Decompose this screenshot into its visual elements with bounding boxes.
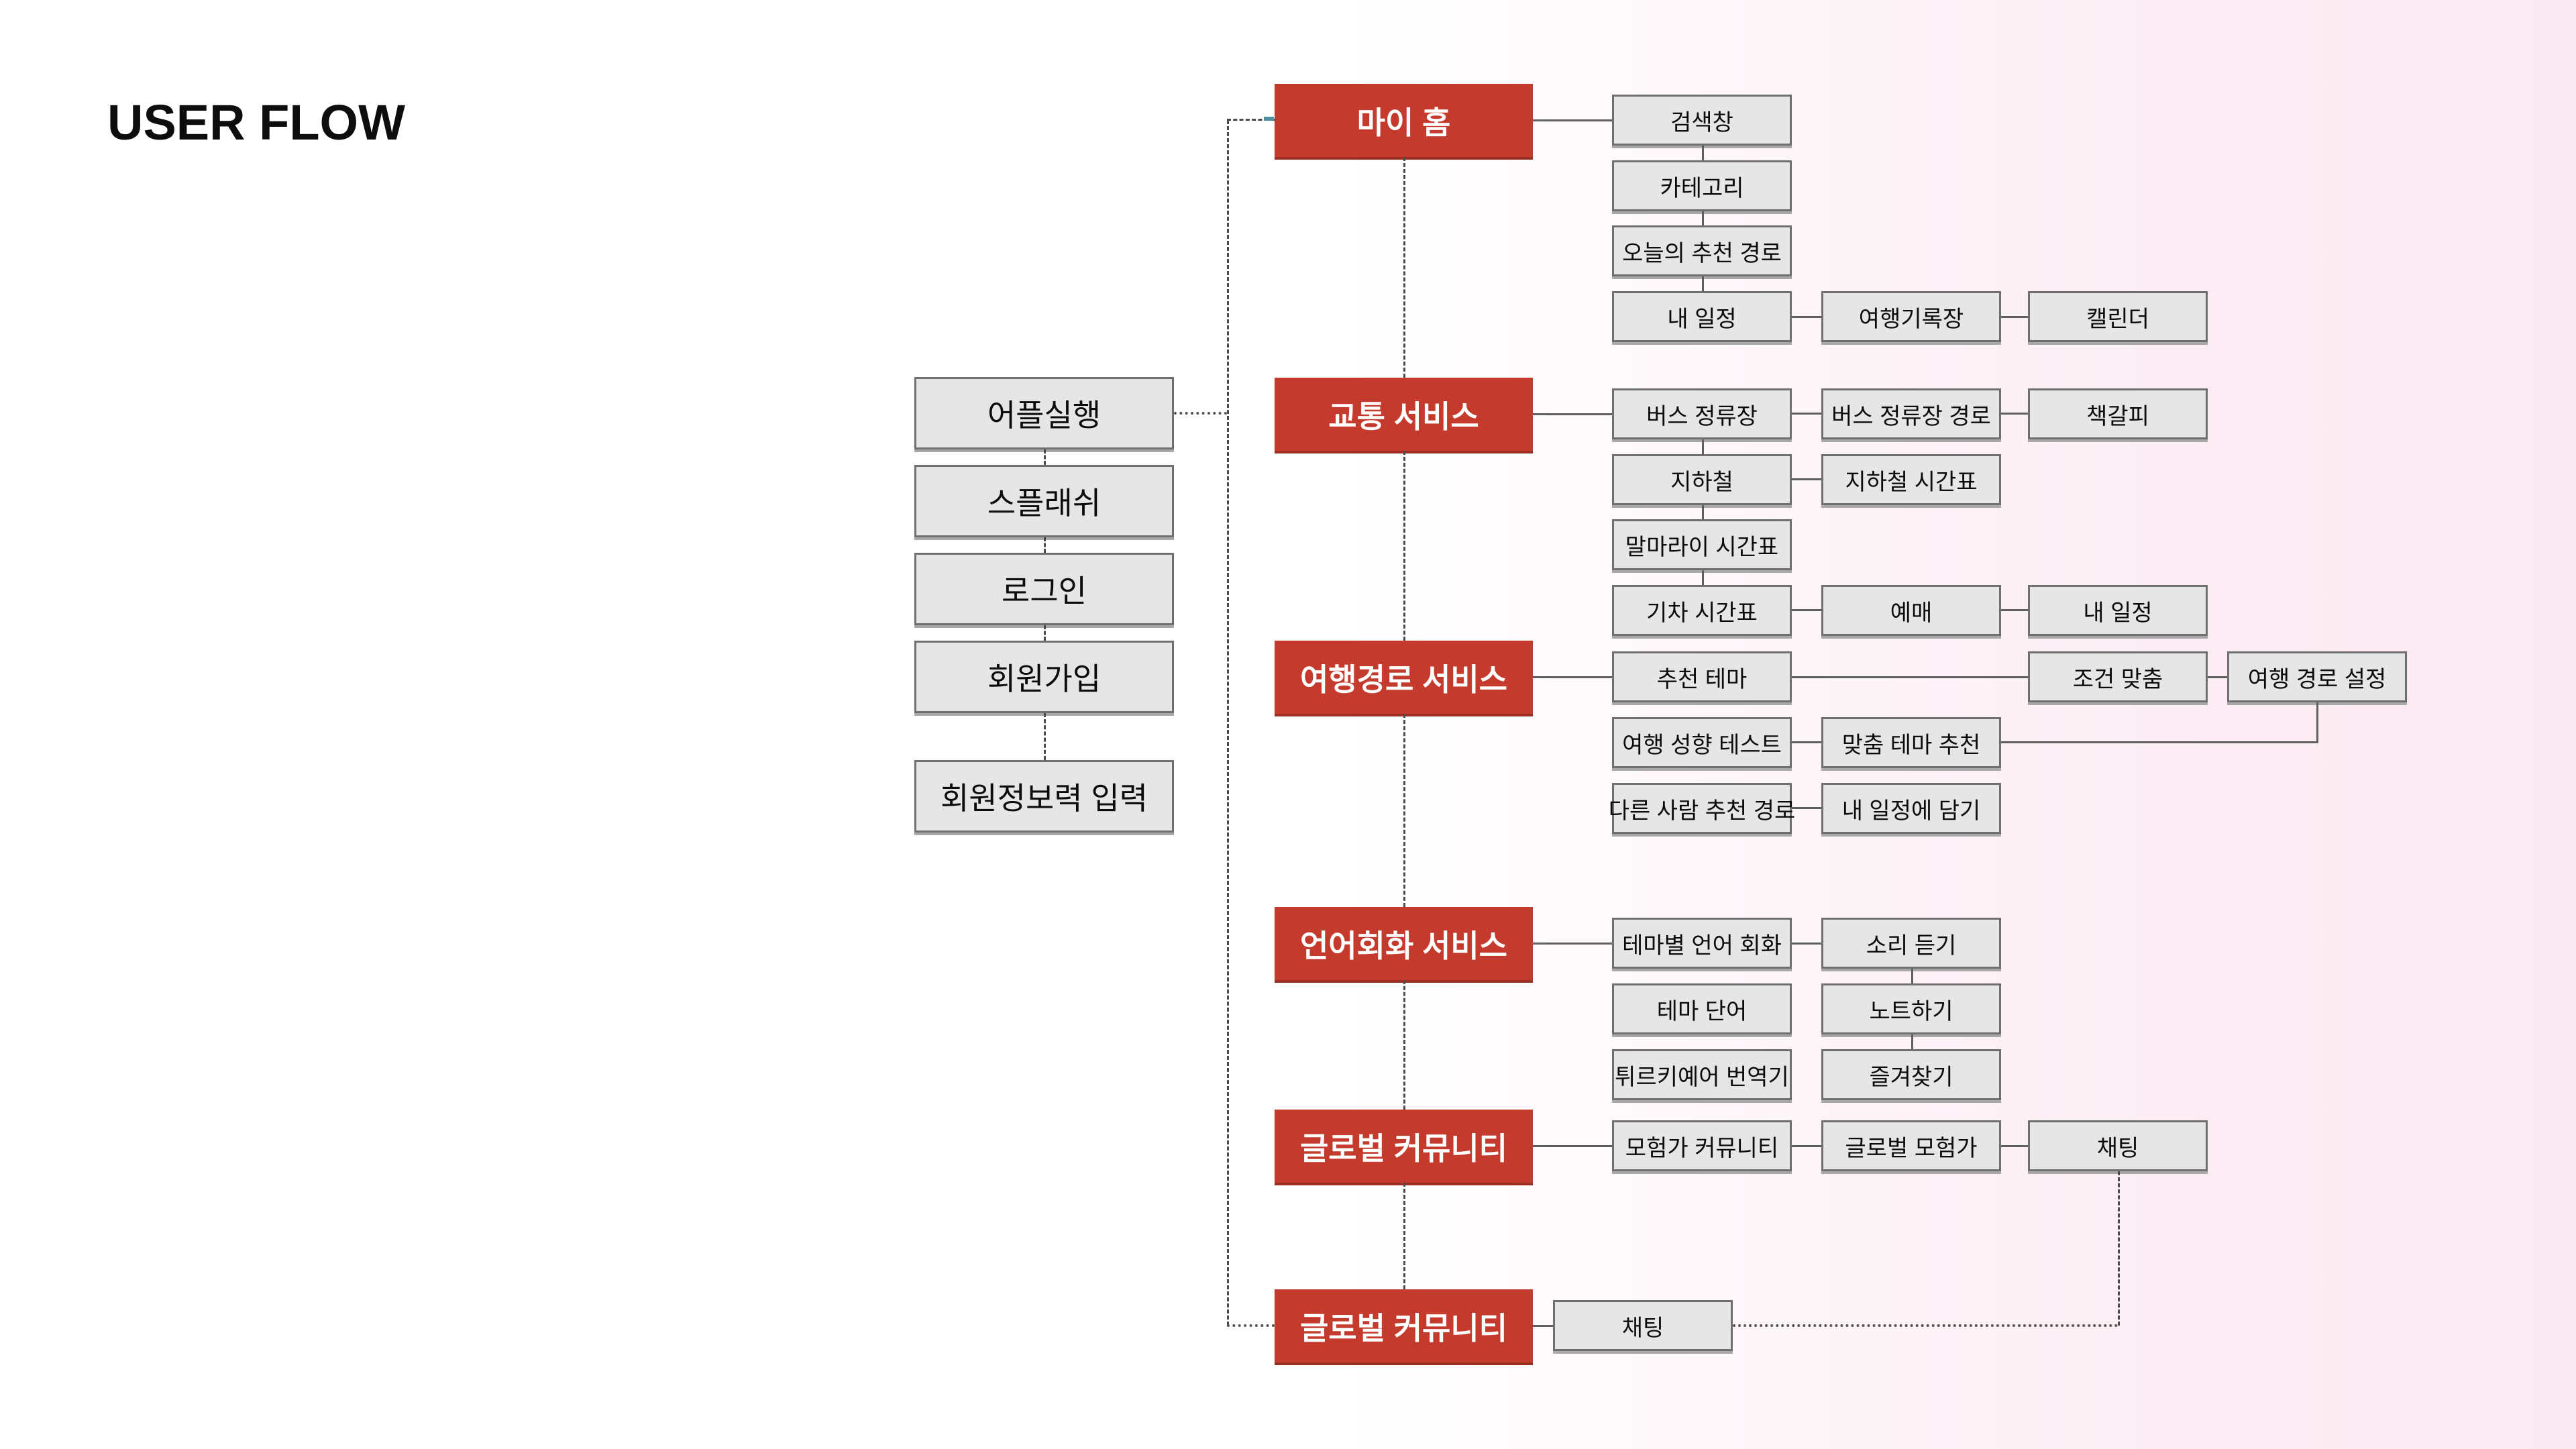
node-favorites: 즐겨찾기 (1821, 1049, 2001, 1100)
node-chat-2: 채팅 (1553, 1300, 1733, 1351)
node-global-adventurer: 글로벌 모험가 (1821, 1120, 2001, 1171)
node-splash: 스플래쉬 (914, 465, 1174, 537)
connector (1702, 276, 1704, 291)
node-custom-theme-recommendation: 맞춤 테마 추천 (1821, 717, 2001, 768)
node-adventurer-community: 모험가 커뮤니티 (1612, 1120, 1792, 1171)
node-subway-timetable: 지하철 시간표 (1821, 454, 2001, 505)
node-theme-words: 테마 단어 (1612, 983, 1792, 1034)
connector (1702, 211, 1704, 225)
node-member-info-input: 회원정보력 입력 (914, 760, 1174, 833)
connector-sections-2-3 (1403, 451, 1405, 641)
flow-spine-bottom (1227, 1324, 1275, 1327)
connector (1792, 676, 2028, 678)
flow-spine-top (1227, 119, 1275, 121)
teal-endpoint-marker (1264, 117, 1274, 121)
node-travel-route-setting: 여행 경로 설정 (2227, 651, 2407, 702)
node-chat: 채팅 (2028, 1120, 2208, 1171)
connector (1702, 570, 1704, 585)
node-search-bar: 검색창 (1612, 95, 1792, 146)
node-login: 로그인 (914, 553, 1174, 625)
section-travel-route-service: 여행경로 서비스 (1275, 641, 1533, 714)
node-other-people-routes: 다른 사람 추천 경로 (1609, 783, 1795, 834)
section-transport-service: 교통 서비스 (1275, 378, 1533, 451)
connector-sections-3-4 (1403, 714, 1405, 907)
node-my-schedule-2: 내 일정 (2028, 585, 2208, 636)
connector-onboarding-2 (1044, 537, 1046, 553)
connector-elbow-vertical (2316, 702, 2318, 743)
connector-sections-5-6 (1403, 1183, 1405, 1289)
connector-language-out (1533, 943, 1612, 945)
node-recommended-theme: 추천 테마 (1612, 651, 1792, 702)
connector (2001, 1145, 2028, 1147)
connector (1792, 807, 1821, 809)
node-bus-stop: 버스 정류장 (1612, 388, 1792, 439)
connector-elbow-horizontal (2001, 741, 2316, 743)
node-subway: 지하철 (1612, 454, 1792, 505)
connector (1702, 505, 1704, 519)
connector (2001, 609, 2028, 611)
connector-onboarding-1 (1044, 449, 1046, 465)
node-theme-language-conversation: 테마별 언어 회화 (1612, 918, 1792, 969)
connector-myhome-out (1533, 119, 1612, 121)
connector-sections-4-5 (1403, 980, 1405, 1110)
section-global-community: 글로벌 커뮤니티 (1275, 1110, 1533, 1183)
connector (1792, 478, 1821, 480)
connector (1792, 943, 1821, 945)
page-title: USER FLOW (107, 95, 405, 150)
node-train-timetable: 기차 시간표 (1612, 585, 1792, 636)
node-today-recommended-route: 오늘의 추천 경로 (1612, 225, 1792, 276)
node-category: 카테고리 (1612, 160, 1792, 211)
connector (1792, 1145, 1821, 1147)
connector-chat-down (2118, 1171, 2120, 1326)
connector (1911, 1034, 1913, 1049)
connector (1792, 609, 1821, 611)
connector-travelroute-out (1533, 676, 1612, 678)
node-bus-stop-route: 버스 정류장 경로 (1821, 388, 2001, 439)
connector (1702, 146, 1704, 160)
node-listen-sound: 소리 듣기 (1821, 918, 2001, 969)
node-condition-match: 조건 맞춤 (2028, 651, 2208, 702)
connector-community-out (1533, 1145, 1612, 1147)
connector-sections-1-2 (1403, 157, 1405, 378)
node-calendar: 캘린더 (2028, 291, 2208, 342)
connector (2001, 413, 2028, 415)
connector (1792, 413, 1821, 415)
node-bookmark: 책갈피 (2028, 388, 2208, 439)
node-my-schedule: 내 일정 (1612, 291, 1792, 342)
node-take-notes: 노트하기 (1821, 983, 2001, 1034)
node-add-to-my-schedule: 내 일정에 담기 (1821, 783, 2001, 834)
connector (2208, 676, 2227, 678)
node-app-launch: 어플실행 (914, 377, 1174, 449)
section-my-home: 마이 홈 (1275, 84, 1533, 157)
section-language-conversation-service: 언어회화 서비스 (1275, 907, 1533, 980)
node-marmaray-timetable: 말마라이 시간표 (1612, 519, 1792, 570)
connector (2001, 316, 2028, 318)
connector (1702, 439, 1704, 454)
section-global-community-2: 글로벌 커뮤니티 (1275, 1289, 1533, 1362)
connector-chat-across (1733, 1324, 2118, 1327)
node-signup: 회원가입 (914, 641, 1174, 713)
connector (1792, 316, 1821, 318)
connector-app-launch-spine (1174, 412, 1227, 415)
connector-onboarding-3 (1044, 625, 1046, 641)
connector-onboarding-4 (1044, 713, 1046, 760)
node-ticket-booking: 예매 (1821, 585, 2001, 636)
node-turkish-translator: 튀르키예어 번역기 (1612, 1049, 1792, 1100)
flow-spine-vertical (1227, 120, 1229, 1326)
node-travel-style-test: 여행 성향 테스트 (1612, 717, 1792, 768)
connector-community2-out (1533, 1325, 1553, 1327)
connector (1911, 969, 1913, 983)
connector (1792, 741, 1821, 743)
node-travel-journal: 여행기록장 (1821, 291, 2001, 342)
connector-transport-out (1533, 413, 1612, 415)
